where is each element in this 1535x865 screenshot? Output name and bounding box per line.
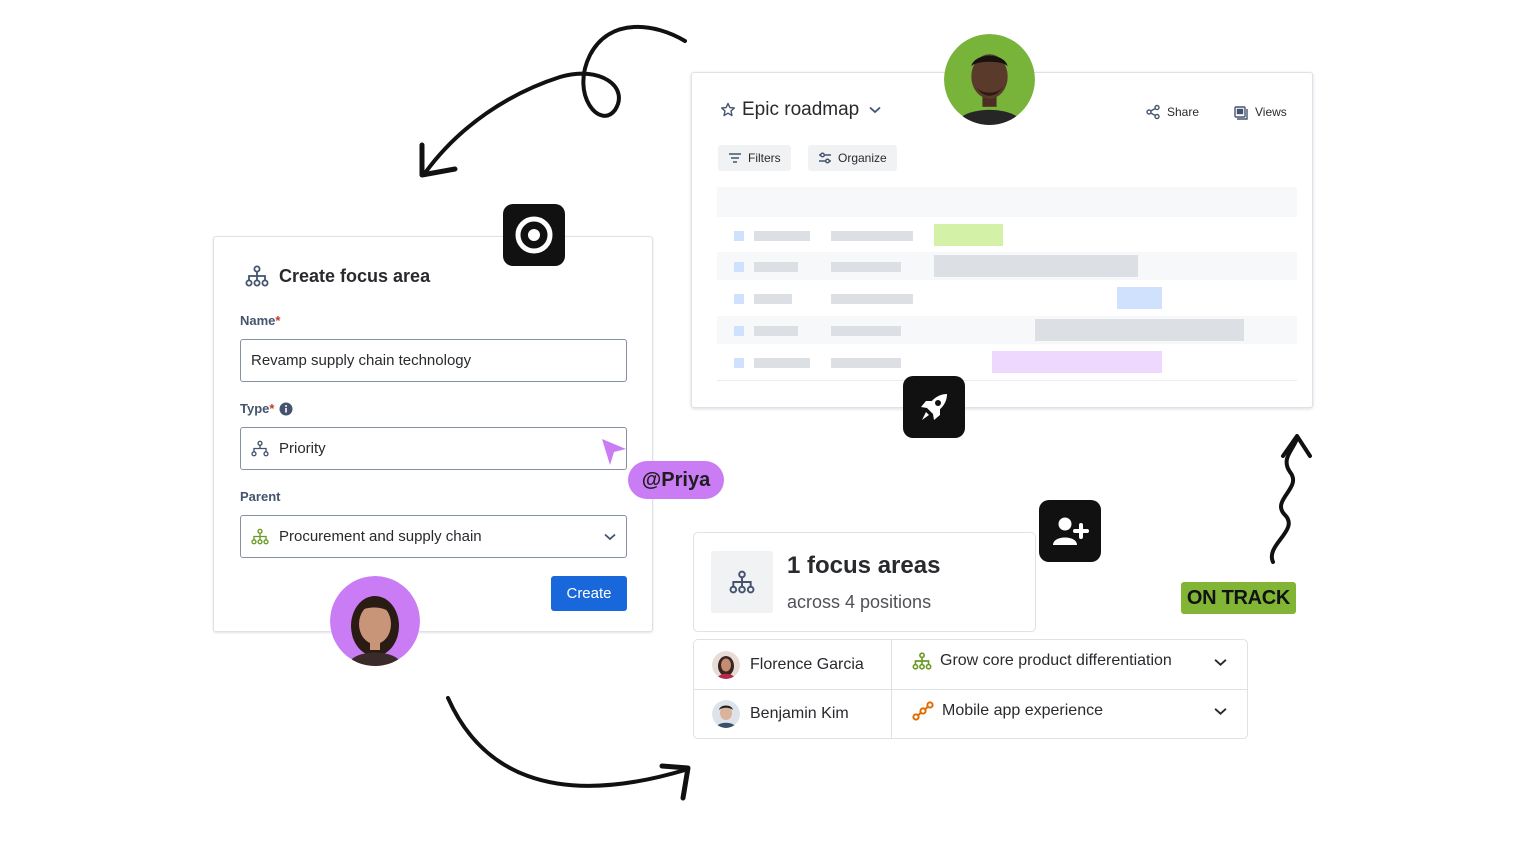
card-header: Create focus area bbox=[245, 265, 430, 287]
summary-icon-box bbox=[711, 551, 773, 613]
roadmap-icon bbox=[912, 701, 934, 721]
type-select[interactable]: Priority bbox=[240, 427, 627, 470]
chevron-down-icon[interactable] bbox=[604, 533, 616, 541]
type-select-value: Priority bbox=[279, 440, 326, 457]
add-user-tile bbox=[1039, 500, 1101, 562]
timeline-bar[interactable] bbox=[1035, 319, 1244, 341]
settings-sliders-icon bbox=[819, 152, 831, 164]
card-title: Create focus area bbox=[279, 265, 431, 286]
create-focus-area-card: Create focus area Name* Revamp supply ch… bbox=[213, 236, 653, 632]
rocket-tile bbox=[903, 376, 965, 438]
target-icon bbox=[515, 216, 553, 254]
parent-label: Parent bbox=[240, 489, 281, 504]
roadmap-row[interactable] bbox=[717, 223, 1297, 247]
timeline-bar[interactable] bbox=[992, 351, 1162, 373]
table-row: Florence Garcia Grow core product differ… bbox=[694, 640, 1247, 690]
timeline-bar[interactable] bbox=[934, 255, 1138, 277]
person-cell[interactable]: Florence Garcia bbox=[712, 651, 864, 679]
placeholder-text bbox=[831, 326, 901, 336]
placeholder-text bbox=[754, 231, 810, 241]
target-tile bbox=[503, 204, 565, 266]
issue-type-icon bbox=[734, 358, 744, 368]
person-name: Benjamin Kim bbox=[750, 705, 849, 722]
type-label: Type* bbox=[240, 401, 293, 416]
name-label: Name* bbox=[240, 313, 281, 328]
filters-button[interactable]: Filters bbox=[718, 145, 791, 171]
cursor-pointer-icon bbox=[602, 439, 626, 465]
placeholder-text bbox=[754, 358, 810, 368]
star-icon[interactable] bbox=[720, 102, 736, 118]
hierarchy-icon bbox=[729, 570, 755, 594]
placeholder-text bbox=[831, 294, 913, 304]
organize-button[interactable]: Organize bbox=[808, 145, 897, 171]
status-badge: ON TRACK bbox=[1181, 582, 1296, 614]
share-icon bbox=[1146, 104, 1160, 120]
placeholder-text bbox=[831, 231, 913, 241]
issue-type-icon bbox=[734, 326, 744, 336]
placeholder-text bbox=[831, 262, 901, 272]
name-input[interactable]: Revamp supply chain technology bbox=[240, 339, 627, 382]
people-table: Florence Garcia Grow core product differ… bbox=[693, 639, 1248, 739]
goal-cell[interactable]: Grow core product differentiation bbox=[912, 652, 1172, 670]
share-button[interactable]: Share bbox=[1145, 104, 1199, 120]
hierarchy-icon bbox=[251, 528, 269, 545]
mention-tag: @Priya bbox=[628, 461, 724, 499]
info-icon[interactable] bbox=[279, 402, 293, 416]
placeholder-text bbox=[831, 358, 901, 368]
roadmap-title[interactable]: Epic roadmap bbox=[720, 99, 881, 121]
chevron-down-icon[interactable] bbox=[1214, 707, 1227, 716]
goal-cell[interactable]: Mobile app experience bbox=[912, 701, 1103, 721]
add-user-icon bbox=[1053, 517, 1089, 545]
goal-name: Grow core product differentiation bbox=[940, 652, 1172, 669]
epic-roadmap-card: Epic roadmap Share Views Filters Organiz… bbox=[691, 72, 1313, 408]
goal-name: Mobile app experience bbox=[942, 702, 1103, 719]
user-avatar-man bbox=[944, 34, 1035, 125]
curved-arrow-bottom bbox=[446, 696, 691, 801]
focus-area-count: 1 focus areas bbox=[787, 552, 941, 579]
person-name: Florence Garcia bbox=[750, 656, 864, 673]
user-avatar-woman bbox=[330, 576, 420, 666]
roadmap-row[interactable] bbox=[717, 254, 1297, 278]
placeholder-text bbox=[754, 294, 792, 304]
filter-icon bbox=[729, 153, 741, 163]
views-icon bbox=[1234, 106, 1248, 120]
placeholder-text bbox=[754, 326, 798, 336]
hierarchy-icon bbox=[245, 265, 269, 287]
table-row: Benjamin Kim Mobile app experience bbox=[694, 689, 1247, 738]
parent-select-value: Procurement and supply chain bbox=[279, 528, 482, 545]
views-button[interactable]: Views bbox=[1233, 104, 1287, 120]
timeline-header bbox=[717, 187, 1297, 217]
roadmap-row[interactable] bbox=[717, 318, 1297, 342]
name-input-value: Revamp supply chain technology bbox=[251, 352, 472, 369]
placeholder-text bbox=[754, 262, 798, 272]
avatar bbox=[712, 651, 740, 679]
chevron-down-icon[interactable] bbox=[869, 106, 881, 114]
person-cell[interactable]: Benjamin Kim bbox=[712, 700, 849, 728]
avatar bbox=[712, 700, 740, 728]
rocket-icon bbox=[921, 394, 947, 420]
parent-select[interactable]: Procurement and supply chain bbox=[240, 515, 627, 558]
roadmap-row[interactable] bbox=[717, 286, 1297, 310]
roadmap-row[interactable] bbox=[717, 350, 1297, 374]
issue-type-icon bbox=[734, 294, 744, 304]
issue-type-icon bbox=[734, 262, 744, 272]
focus-areas-summary: 1 focus areas across 4 positions bbox=[693, 532, 1036, 632]
hierarchy-icon bbox=[912, 652, 932, 670]
roadmap-title-text: Epic roadmap bbox=[742, 99, 860, 120]
create-button[interactable]: Create bbox=[551, 576, 627, 611]
positions-count: across 4 positions bbox=[787, 592, 932, 612]
row-divider bbox=[717, 380, 1297, 381]
chevron-down-icon[interactable] bbox=[1214, 658, 1227, 667]
timeline-bar[interactable] bbox=[934, 224, 1003, 246]
timeline-bar[interactable] bbox=[1117, 287, 1162, 309]
hierarchy-icon bbox=[251, 440, 269, 457]
squiggle-arrow bbox=[1269, 434, 1312, 564]
issue-type-icon bbox=[734, 231, 744, 241]
curved-arrow-top bbox=[419, 25, 687, 178]
